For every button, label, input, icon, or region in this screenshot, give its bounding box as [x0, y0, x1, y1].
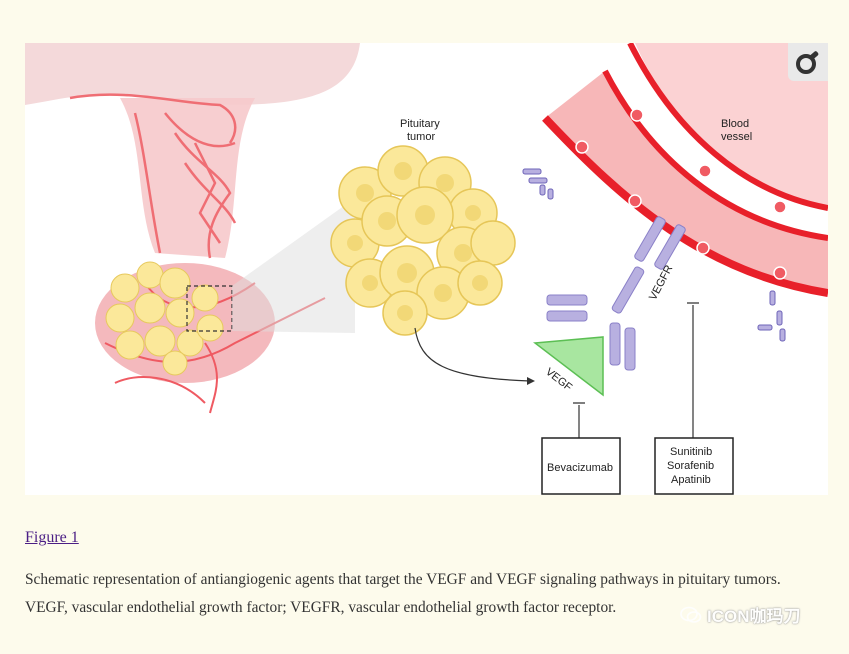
bevacizumab-box	[541, 437, 621, 495]
tki-label-2: Sorafenib	[667, 460, 714, 472]
secretion-arrow	[414, 327, 531, 382]
endothelial-nuclei	[575, 108, 787, 280]
bevacizumab-label: Bevacizumab	[547, 462, 613, 474]
tki-box	[654, 437, 734, 495]
vessel-inner-wall	[602, 69, 828, 241]
zoom-projection	[232, 198, 355, 333]
vessel-far-wall	[627, 43, 828, 211]
tki-label-1: Sunitinib	[670, 446, 712, 458]
figure-caption: Schematic representation of antiangiogen…	[25, 571, 781, 616]
small-receptors	[522, 168, 786, 342]
figure-image: Pituitary tumor VEGF Blood vessel	[25, 43, 828, 495]
secretion-arrowhead	[527, 377, 535, 385]
gland-tumor-cells	[105, 261, 224, 376]
vegfr-receptor	[546, 216, 686, 371]
tumor-label-1: Pituitary	[400, 118, 440, 130]
tumor-nuclei	[347, 162, 488, 321]
vegf-molecule	[533, 336, 604, 397]
watermark: ICON咖玛刀	[680, 602, 801, 627]
hypothalamus-shape	[25, 43, 360, 105]
bevacizumab-inhibition	[573, 402, 585, 438]
vegfr-label: VEGFR	[647, 263, 675, 302]
blood-vessel-wall	[545, 71, 828, 293]
vessel-label-1: Blood	[721, 118, 749, 130]
tki-label-3: Apatinib	[671, 474, 711, 486]
tki-inhibition	[687, 302, 699, 438]
figure-link[interactable]: Figure 1	[25, 529, 79, 546]
wechat-icon	[680, 606, 702, 623]
tumor-label-2: tumor	[407, 131, 435, 143]
portal-vessels	[69, 93, 237, 259]
magnify-icon	[796, 51, 819, 74]
zoom-button[interactable]	[788, 43, 828, 81]
zoom-region	[186, 285, 233, 332]
vessel-label-2: vessel	[721, 131, 752, 143]
vessel-lumen	[615, 43, 828, 208]
watermark-text: ICON咖玛刀	[707, 607, 801, 626]
